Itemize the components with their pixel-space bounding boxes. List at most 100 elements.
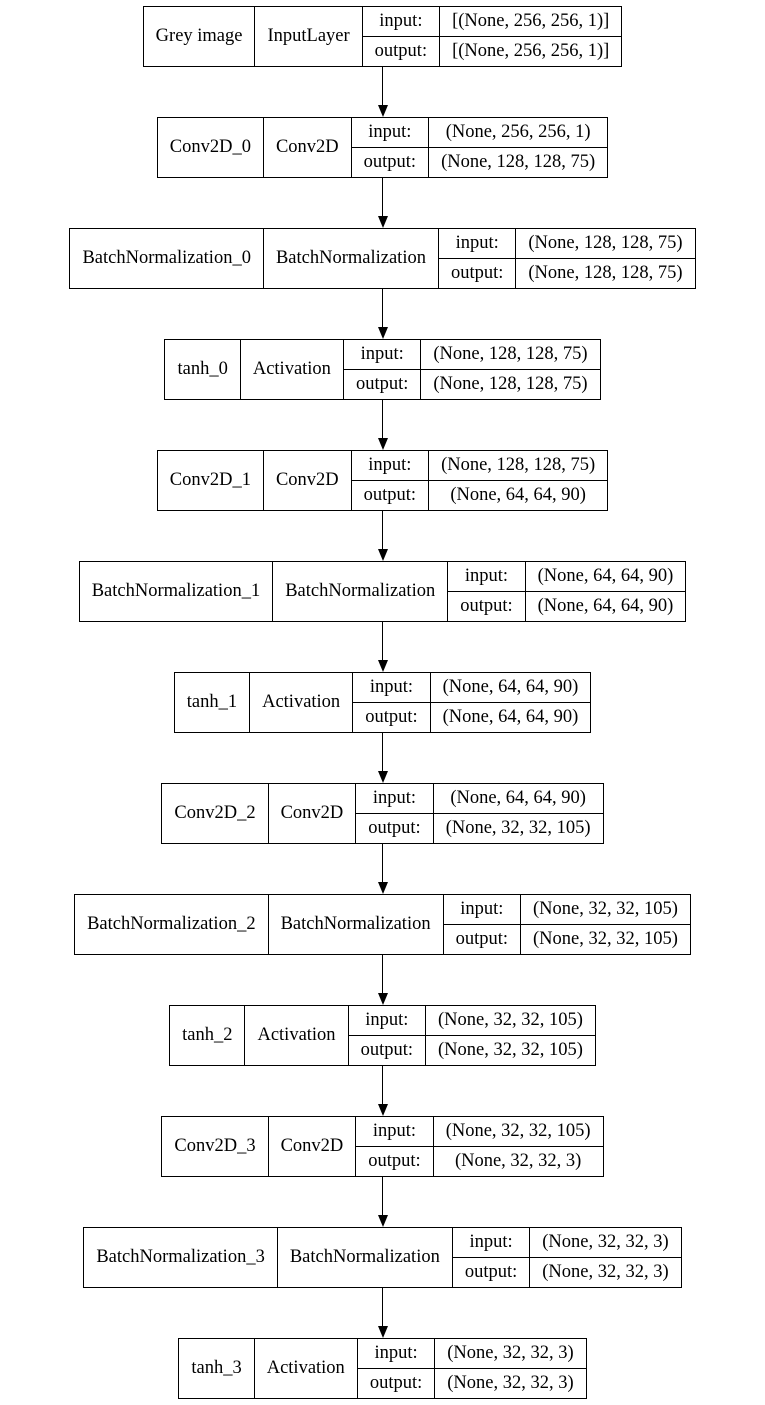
input-shape-cell: (None, 32, 32, 105) — [520, 894, 691, 925]
layer-type-cell: Activation — [239, 339, 344, 400]
layer-node: Conv2D_2 Conv2D input: (None, 64, 64, 90… — [161, 783, 604, 844]
output-shape-cell: (None, 32, 32, 105) — [432, 813, 604, 844]
layer-type-cell: Activation — [253, 1338, 358, 1399]
output-shape-cell: (None, 64, 64, 90) — [524, 591, 687, 622]
input-label-cell: input: — [355, 783, 434, 814]
edge-arrow — [377, 289, 389, 339]
output-label-cell: output: — [342, 369, 422, 400]
input-label-cell: input: — [352, 672, 431, 703]
input-label-cell: input: — [442, 894, 522, 925]
arrowhead-down-icon — [377, 438, 388, 450]
input-shape-cell: (None, 64, 64, 90) — [524, 561, 687, 592]
output-label-cell: output: — [447, 591, 526, 622]
input-label-cell: input: — [355, 1116, 434, 1147]
output-shape-cell: [(None, 256, 256, 1)] — [439, 36, 623, 67]
arrowhead-down-icon — [377, 882, 388, 894]
arrowhead-down-icon — [377, 216, 388, 228]
layer-node: BatchNormalization_3 BatchNormalization … — [83, 1227, 682, 1288]
layer-name-cell: Conv2D_3 — [161, 1116, 269, 1177]
layer-name-cell: Conv2D_2 — [161, 783, 269, 844]
arrowhead-down-icon — [377, 105, 388, 117]
input-label-cell: input: — [451, 1227, 531, 1258]
layer-type-cell: Conv2D — [262, 117, 352, 178]
output-shape-cell: (None, 128, 128, 75) — [428, 147, 609, 178]
input-shape-cell: (None, 64, 64, 90) — [429, 672, 592, 703]
input-shape-cell: (None, 32, 32, 105) — [432, 1116, 604, 1147]
output-label-cell: output: — [350, 147, 430, 178]
arrowhead-down-icon — [377, 771, 388, 783]
edge-line — [381, 622, 384, 660]
layer-node: Conv2D_0 Conv2D input: (None, 256, 256, … — [156, 117, 609, 178]
layer-node: tanh_1 Activation input: (None, 64, 64, … — [173, 672, 592, 733]
layer-type-cell: Activation — [244, 1005, 349, 1066]
layer-name-cell: BatchNormalization_3 — [83, 1227, 278, 1288]
input-label-cell: input: — [356, 1338, 436, 1369]
layer-node: Conv2D_1 Conv2D input: (None, 128, 128, … — [156, 450, 609, 511]
edge-arrow — [377, 955, 389, 1005]
output-label-cell: output: — [350, 480, 430, 511]
layer-type-cell: BatchNormalization — [276, 1227, 453, 1288]
layer-name-cell: tanh_2 — [169, 1005, 246, 1066]
output-label-cell: output: — [442, 924, 522, 955]
input-shape-cell: (None, 32, 32, 105) — [424, 1005, 596, 1036]
output-shape-cell: (None, 128, 128, 75) — [515, 258, 696, 289]
input-label-cell: input: — [350, 450, 430, 481]
edge-line — [381, 955, 384, 993]
edge-line — [381, 1288, 384, 1326]
layer-node: Conv2D_3 Conv2D input: (None, 32, 32, 10… — [161, 1116, 604, 1177]
output-shape-cell: (None, 32, 32, 3) — [434, 1368, 587, 1399]
output-label-cell: output: — [437, 258, 517, 289]
output-label-cell: output: — [361, 36, 441, 67]
input-shape-cell: (None, 256, 256, 1) — [428, 117, 609, 148]
input-label-cell: input: — [342, 339, 422, 370]
output-shape-cell: (None, 32, 32, 105) — [520, 924, 691, 955]
input-shape-cell: (None, 64, 64, 90) — [432, 783, 604, 814]
arrowhead-down-icon — [377, 1104, 388, 1116]
input-label-cell: input: — [437, 228, 517, 259]
input-shape-cell: (None, 32, 32, 3) — [434, 1338, 587, 1369]
layer-node: tanh_2 Activation input: (None, 32, 32, … — [169, 1005, 596, 1066]
layer-name-cell: tanh_3 — [178, 1338, 255, 1399]
arrowhead-down-icon — [377, 660, 388, 672]
layer-name-cell: BatchNormalization_2 — [74, 894, 269, 955]
input-label-cell: input: — [347, 1005, 426, 1036]
arrowhead-down-icon — [377, 1326, 388, 1338]
output-label-cell: output: — [451, 1257, 531, 1288]
layer-node: BatchNormalization_0 BatchNormalization … — [69, 228, 696, 289]
output-shape-cell: (None, 64, 64, 90) — [428, 480, 609, 511]
edge-line — [381, 733, 384, 771]
layer-type-cell: InputLayer — [254, 6, 363, 67]
layer-type-cell: Conv2D — [262, 450, 352, 511]
edge-arrow — [377, 1288, 389, 1338]
layer-name-cell: Conv2D_1 — [156, 450, 264, 511]
layer-node: BatchNormalization_2 BatchNormalization … — [74, 894, 691, 955]
output-label-cell: output: — [355, 1146, 434, 1177]
output-label-cell: output: — [347, 1035, 426, 1066]
output-shape-cell: (None, 64, 64, 90) — [429, 702, 592, 733]
edge-arrow — [377, 511, 389, 561]
edge-line — [381, 844, 384, 882]
layer-name-cell: tanh_1 — [173, 672, 251, 733]
layer-name-cell: BatchNormalization_0 — [69, 228, 264, 289]
layer-type-cell: BatchNormalization — [272, 561, 449, 622]
layer-type-cell: Activation — [249, 672, 354, 733]
edge-line — [381, 289, 384, 327]
output-label-cell: output: — [352, 702, 431, 733]
edge-arrow — [377, 67, 389, 117]
edge-arrow — [377, 733, 389, 783]
edge-line — [381, 178, 384, 216]
arrowhead-down-icon — [377, 1215, 388, 1227]
layer-type-cell: BatchNormalization — [267, 894, 444, 955]
output-shape-cell: (None, 32, 32, 3) — [432, 1146, 604, 1177]
edge-arrow — [377, 1177, 389, 1227]
edge-line — [381, 1177, 384, 1215]
layer-node: Grey image InputLayer input: [(None, 256… — [142, 6, 623, 67]
output-label-cell: output: — [356, 1368, 436, 1399]
input-shape-cell: (None, 128, 128, 75) — [420, 339, 601, 370]
input-shape-cell: (None, 128, 128, 75) — [515, 228, 696, 259]
layer-name-cell: BatchNormalization_1 — [78, 561, 274, 622]
arrowhead-down-icon — [377, 993, 388, 1005]
output-shape-cell: (None, 128, 128, 75) — [420, 369, 601, 400]
edge-arrow — [377, 844, 389, 894]
